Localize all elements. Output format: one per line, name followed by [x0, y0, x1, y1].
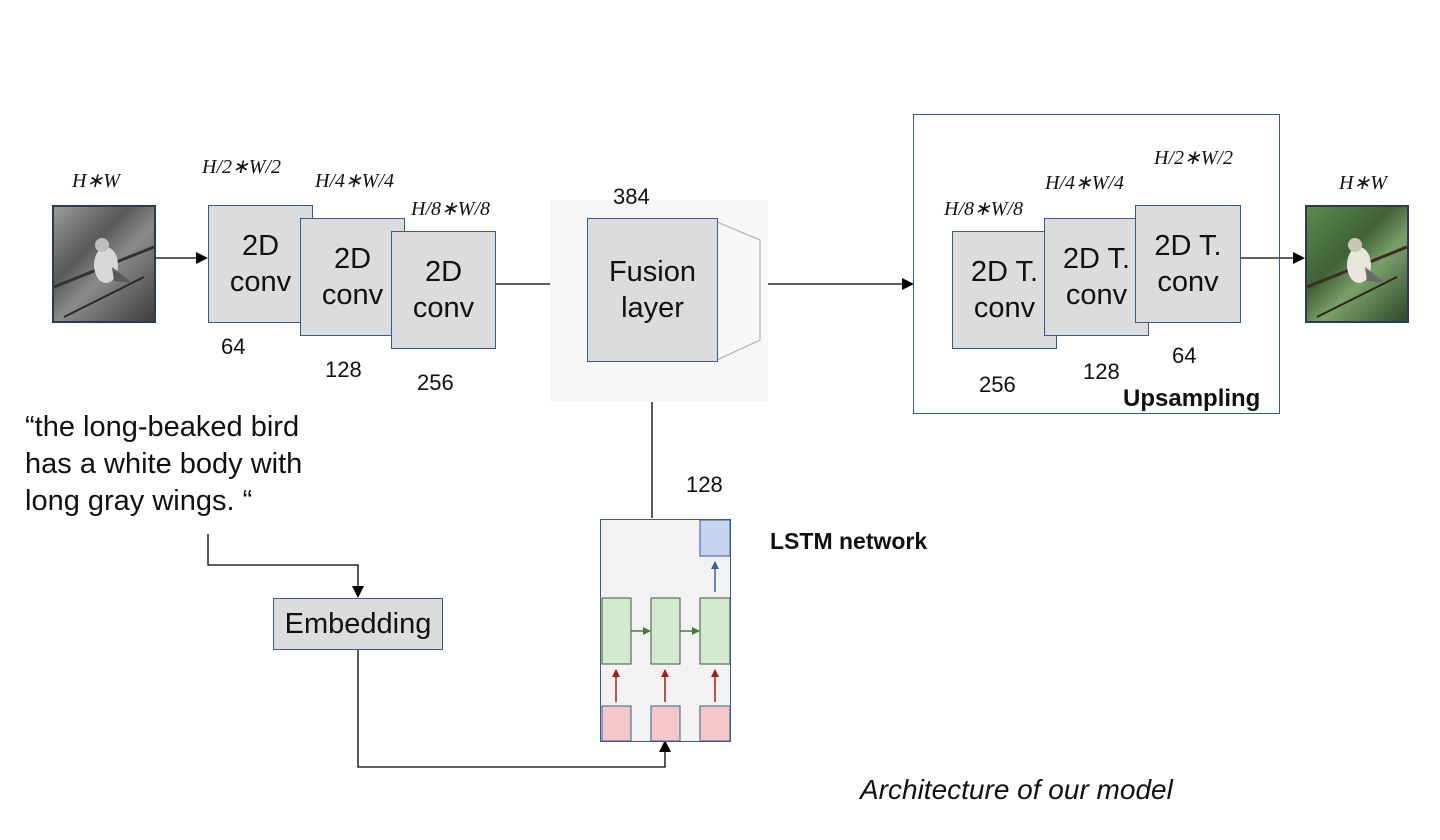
encoder-1-channels: 64	[221, 334, 246, 359]
decoder-tconv-3: 2D T. conv	[1135, 205, 1241, 323]
encoder-conv-1: 2D conv	[208, 205, 313, 323]
encoder-2-channels: 128	[325, 357, 362, 382]
decoder-tconv-2: 2D T. conv	[1044, 218, 1149, 336]
input-dim-label: H∗W	[72, 170, 120, 192]
upsampling-title: Upsampling	[1123, 385, 1261, 412]
fusion-channels: 384	[613, 184, 650, 209]
text-description-input: “the long-beaked bird has a white body w…	[25, 411, 303, 517]
lstm-network-label: LSTM network	[770, 528, 928, 554]
encoder-3-dim: H/8∗W/8	[411, 198, 490, 220]
encoder-conv-3: 2D conv	[391, 231, 496, 349]
decoder-2-channels: 128	[1083, 359, 1120, 384]
embedding-block: Embedding	[273, 598, 443, 650]
lstm-network-block	[600, 519, 731, 742]
decoder-2-dim: H/4∗W/4	[1045, 172, 1124, 194]
decoder-3-dim: H/2∗W/2	[1154, 147, 1233, 169]
decoder-tconv-1: 2D T. conv	[952, 231, 1057, 349]
decoder-1-dim: H/8∗W/8	[944, 198, 1023, 220]
bird-icon	[54, 238, 154, 318]
figure-caption: Architecture of our model	[860, 774, 1173, 805]
bird-icon	[1307, 238, 1407, 318]
decoder-3-channels: 64	[1172, 343, 1197, 368]
fusion-depth-lines	[716, 221, 761, 361]
upsampling-frame	[913, 114, 1280, 414]
fusion-layer-block: Fusion layer	[587, 218, 718, 362]
encoder-2-dim: H/4∗W/4	[315, 170, 394, 192]
lstm-cells-diagram	[601, 519, 731, 742]
encoder-1-dim: H/2∗W/2	[202, 156, 281, 178]
decoder-1-channels: 256	[979, 372, 1016, 397]
encoder-3-channels: 256	[417, 370, 454, 395]
output-color-bird-image	[1305, 205, 1409, 323]
arrow-text-to-embedding	[207, 534, 364, 598]
encoder-conv-2: 2D conv	[300, 218, 405, 336]
output-dim-label: H∗W	[1339, 172, 1387, 194]
lstm-channels: 128	[686, 472, 723, 497]
arrow-embedding-to-lstm	[357, 650, 671, 768]
input-grayscale-bird-image	[52, 205, 156, 323]
